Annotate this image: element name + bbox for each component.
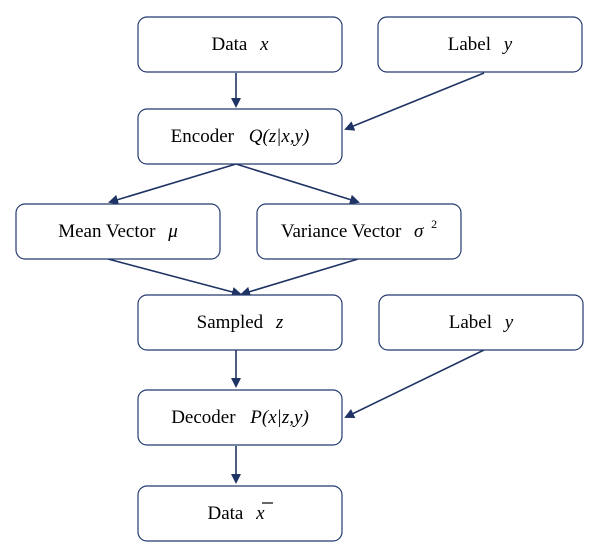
node-label-y-bottom-var: y <box>503 312 514 333</box>
arrow-label-to-encoder <box>344 72 485 131</box>
svg-text:Label y: Label y <box>448 34 513 55</box>
node-encoder-var: Q(z|x,y) <box>249 126 310 147</box>
node-decoder-var: P(x|z,y) <box>249 407 309 428</box>
arrow-variance-to-sampled <box>240 258 359 297</box>
node-data-xbar-text: Data <box>207 503 243 524</box>
svg-text:Variance Vector σ: Variance Vector σ 2 <box>281 217 437 242</box>
node-label-y-top-text: Label <box>448 34 491 55</box>
arrow-encoder-to-variance <box>235 163 360 205</box>
svg-text:Data x: Data x <box>211 34 269 55</box>
node-sampled-z: Sampled z <box>137 294 343 351</box>
svg-text:Decoder P(x|z,y): Decoder P(x|z,y) <box>171 407 309 428</box>
arrow-encoder-to-mean <box>108 163 237 205</box>
svg-text:Mean Vector μ: Mean Vector μ <box>58 221 178 242</box>
node-variance-vector-var: σ <box>414 221 424 242</box>
arrow-mean-to-sampled <box>107 258 242 297</box>
node-variance-vector-sup: 2 <box>431 217 437 231</box>
arrow-label-to-decoder <box>344 349 485 419</box>
node-variance-vector: Variance Vector σ 2 <box>256 203 462 260</box>
svg-text:Data x: Data x <box>207 503 265 524</box>
svg-text:Label y: Label y <box>449 312 514 333</box>
node-encoder-text: Encoder <box>171 126 235 147</box>
node-mean-vector-text: Mean Vector <box>58 221 156 242</box>
node-label-y-bottom: Label y <box>378 294 584 351</box>
node-data-xbar: Data x <box>137 485 343 542</box>
svg-text:Encoder Q(z|x,y): Encoder Q(z|x,y) <box>171 126 310 147</box>
node-data-xbar-var: x <box>255 503 265 524</box>
node-decoder-text: Decoder <box>171 407 236 428</box>
node-label-y-bottom-text: Label <box>449 312 492 333</box>
svg-text:Sampled z: Sampled z <box>197 312 284 333</box>
arrows <box>107 72 485 484</box>
node-label-y-top-var: y <box>502 34 513 55</box>
node-label-y-top: Label y <box>377 16 583 73</box>
node-encoder: Encoder Q(z|x,y) <box>137 108 343 165</box>
node-sampled-z-var: z <box>275 312 284 333</box>
node-mean-vector-var: μ <box>167 221 178 242</box>
node-data-x-var: x <box>259 34 269 55</box>
node-mean-vector: Mean Vector μ <box>15 203 221 260</box>
node-sampled-z-text: Sampled <box>197 312 264 333</box>
node-data-x-text: Data <box>211 34 247 55</box>
node-data-x: Data x <box>137 16 343 73</box>
node-decoder: Decoder P(x|z,y) <box>137 389 343 446</box>
node-variance-vector-text: Variance Vector <box>281 221 402 242</box>
